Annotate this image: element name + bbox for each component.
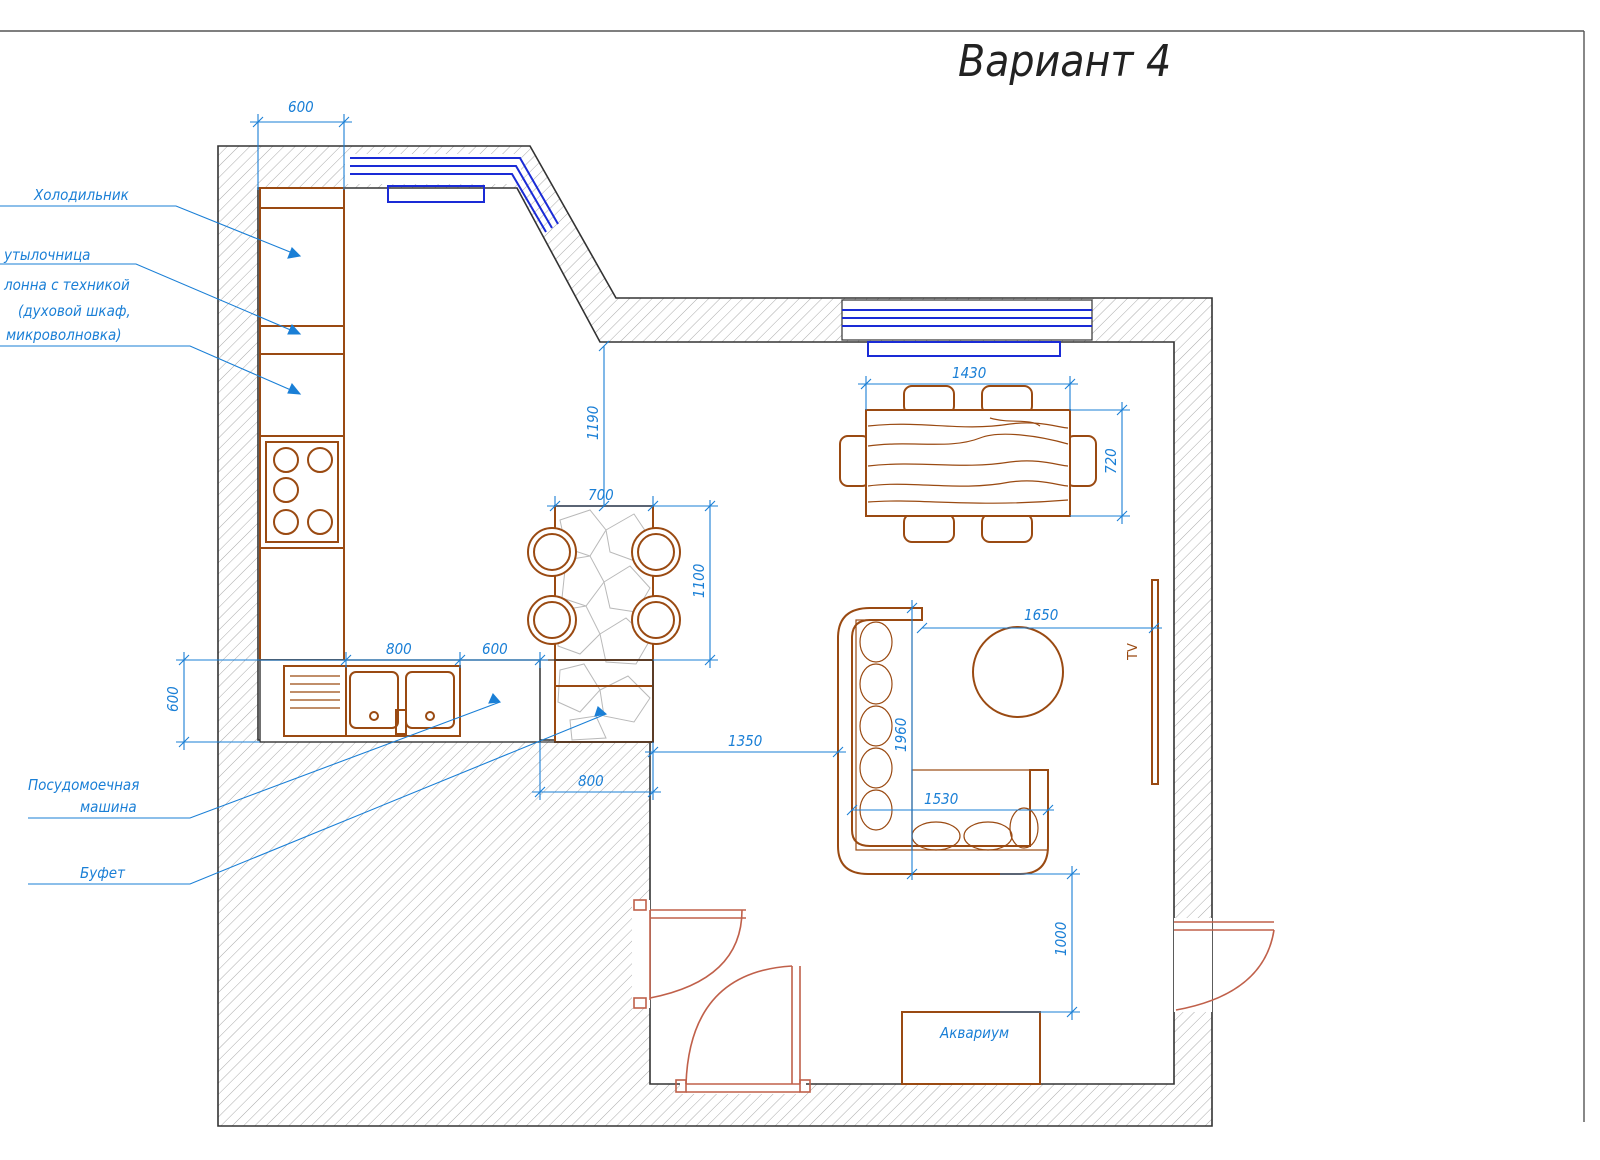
label-dishwasher-line2: машина xyxy=(80,798,137,816)
tv: TV xyxy=(1126,579,1159,785)
aquarium-label: Аквариум xyxy=(939,1024,1009,1042)
label-column-line2: (духовой шкаф, xyxy=(18,302,131,320)
stove xyxy=(259,435,345,549)
label-bottle-rack: утылочница xyxy=(3,246,90,264)
dimension-lines xyxy=(176,114,1162,1020)
buffet xyxy=(539,659,654,743)
dim-table-depth: 720 xyxy=(1102,448,1120,474)
coffee-table xyxy=(972,626,1064,718)
dim-buffet-width: 800 xyxy=(578,772,604,790)
dim-sofa-width: 1530 xyxy=(924,790,958,808)
drawing-title: Вариант 4 xyxy=(958,36,1171,87)
window-top xyxy=(345,154,559,233)
tv-label: TV xyxy=(1126,643,1141,661)
dim-table-width: 1430 xyxy=(952,364,986,382)
dim-counter-depth: 600 xyxy=(164,686,182,712)
sofa xyxy=(837,607,1049,875)
door-left xyxy=(632,899,746,1009)
aquarium: Аквариум xyxy=(901,1011,1041,1085)
leader-lines xyxy=(0,205,608,885)
dim-passage: 1350 xyxy=(728,732,762,750)
dim-dishwasher-module: 600 xyxy=(482,640,508,658)
label-buffet: Буфет xyxy=(80,864,126,882)
dim-window-offset: 1190 xyxy=(584,406,602,440)
stool-3 xyxy=(631,527,681,577)
dim-sink-module: 800 xyxy=(386,640,412,658)
label-column-line3: микроволновка) xyxy=(6,326,121,344)
dim-sofa-to-aquarium: 1000 xyxy=(1052,922,1070,956)
annotation-labels: Холодильник утылочница лонна с техникой … xyxy=(3,186,139,882)
window-right xyxy=(841,299,1093,357)
counter-left xyxy=(259,547,345,661)
label-fridge: Холодильник xyxy=(33,186,130,204)
door-bottom xyxy=(675,965,811,1094)
dining-table xyxy=(839,385,1097,543)
dimension-texts: 600 1190 1430 720 700 1100 800 600 600 8… xyxy=(164,98,1120,956)
dim-top-width: 600 xyxy=(288,98,314,116)
dim-sofa-to-tv: 1650 xyxy=(1024,606,1058,624)
stool-1 xyxy=(527,527,577,577)
label-dishwasher-line1: Посудомоечная xyxy=(28,776,139,794)
label-column-line1: лонна с техникой xyxy=(3,276,130,294)
walls xyxy=(217,145,1213,1127)
bar-stools xyxy=(527,527,681,645)
dim-sofa-length: 1960 xyxy=(892,718,910,752)
dim-island-length: 1100 xyxy=(690,564,708,598)
stool-4 xyxy=(631,595,681,645)
kitchen-column xyxy=(259,187,345,437)
door-right xyxy=(1174,918,1275,1012)
dim-island-width: 700 xyxy=(588,486,614,504)
stool-2 xyxy=(527,595,577,645)
sheet-frame xyxy=(0,30,1585,1122)
